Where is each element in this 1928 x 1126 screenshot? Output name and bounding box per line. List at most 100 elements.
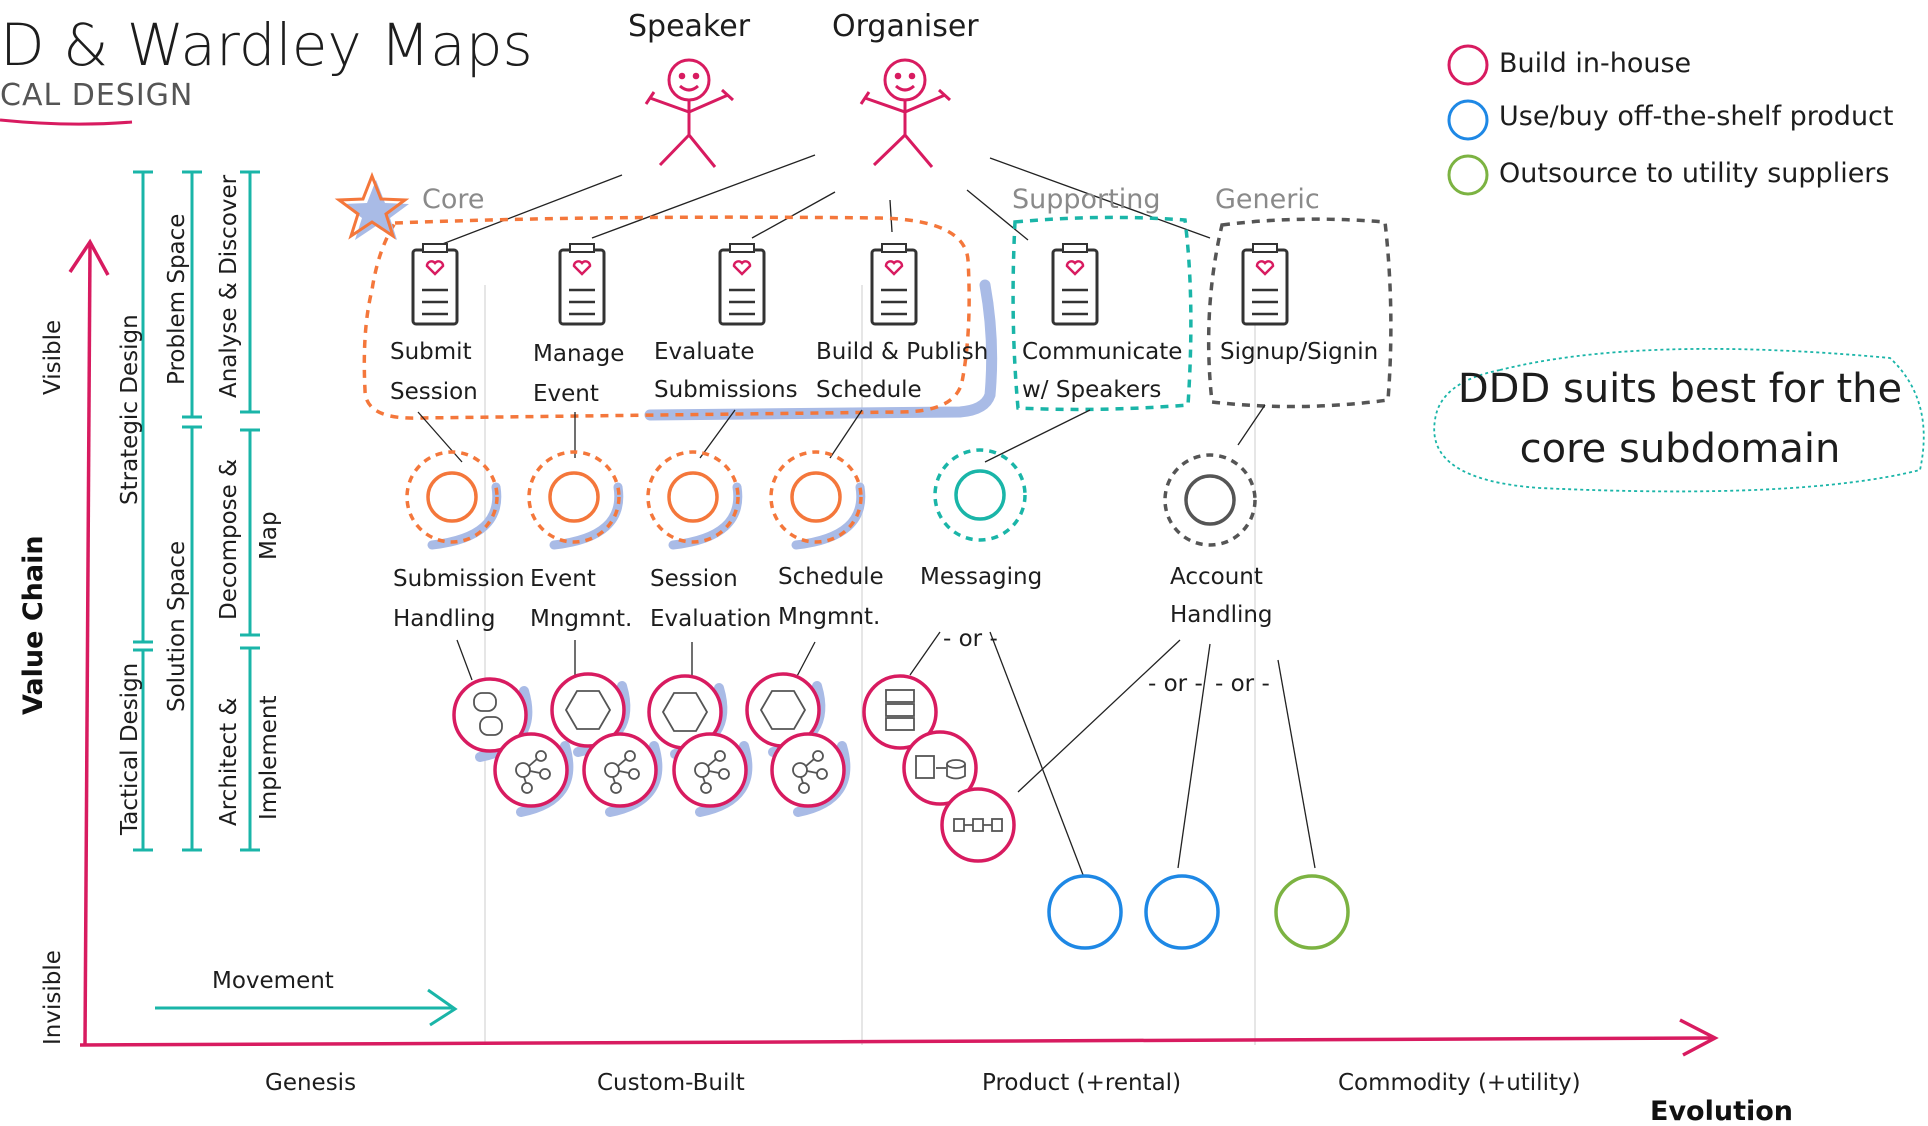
- actor-organiser-label: Organiser: [832, 9, 979, 44]
- capability-manage-l1: Manage: [533, 341, 624, 367]
- pipeline-icon: [953, 818, 1003, 832]
- subdomain-session-l2: Evaluation: [650, 606, 771, 632]
- inhouse-implementation-circle: [770, 732, 851, 817]
- context-icon: [473, 692, 503, 736]
- y-axis-title: Value Chain: [18, 535, 49, 715]
- hexagon-icon: [759, 690, 807, 730]
- callout-bubble: [1433, 347, 1925, 493]
- or-label-account-1: - or -: [1148, 671, 1203, 697]
- design-brackets: [133, 170, 260, 852]
- subdomain-schedule-l2: Mngmnt.: [778, 604, 880, 630]
- or-label-messaging: - or -: [943, 626, 998, 652]
- document-heart-icon: [558, 243, 606, 326]
- capability-build-l2: Schedule: [816, 377, 922, 403]
- subdomain-submission-l2: Handling: [393, 606, 496, 632]
- legend: Build in-house Use/buy off-the-shelf pro…: [1447, 44, 1894, 196]
- y-axis-visible: Visible: [40, 320, 66, 395]
- core-star-icon: [334, 171, 410, 240]
- legend-inhouse-label: Build in-house: [1499, 48, 1691, 79]
- hexagon-icon: [564, 690, 612, 730]
- group-generic-label: Generic: [1215, 184, 1320, 215]
- implementation-connectors: [456, 631, 1316, 881]
- legend-product-label: Use/buy off-the-shelf product: [1499, 101, 1894, 132]
- graph-icon: [515, 750, 551, 794]
- y-axis-invisible: Invisible: [40, 950, 66, 1045]
- document-heart-icon: [1051, 243, 1099, 326]
- capability-evaluate-l2: Submissions: [654, 377, 798, 403]
- subdomain-account-l2: Handling: [1170, 602, 1273, 628]
- capability-signup-l1: Signup/Signin: [1220, 339, 1378, 365]
- bracket-tactical: Tactical Design: [117, 663, 143, 836]
- inhouse-implementation-circle: [940, 787, 1016, 863]
- utility-circle: [1274, 874, 1350, 950]
- subdomain-circles: [405, 448, 1257, 550]
- subdomain-circle: [769, 450, 866, 550]
- bracket-analyse: Analyse & Discover: [216, 174, 242, 398]
- subdomain-circle: [933, 448, 1027, 542]
- capability-communicate-l1: Communicate: [1022, 339, 1182, 365]
- capability-evaluate-l1: Evaluate: [654, 339, 754, 365]
- capability-manage-l2: Event: [533, 381, 599, 407]
- subdomain-event-l2: Mngmnt.: [530, 606, 632, 632]
- bracket-architect-1: Architect &: [216, 698, 242, 826]
- inhouse-implementation-circle: [647, 674, 728, 759]
- subdomain-circle: [646, 450, 743, 550]
- legend-product-icon: [1447, 99, 1489, 141]
- group-core-label: Core: [422, 184, 485, 215]
- document-heart-icon: [411, 243, 459, 326]
- graph-icon: [792, 750, 828, 794]
- bracket-problem: Problem Space: [164, 214, 190, 385]
- implementation-circles: [452, 672, 1350, 950]
- movement-arrow: [155, 988, 458, 1027]
- movement-label: Movement: [212, 968, 334, 994]
- document-heart-icon: [870, 243, 918, 326]
- callout-line-1: DDD suits best for the: [1458, 366, 1902, 412]
- stage-product: Product (+rental): [982, 1070, 1181, 1096]
- actor-connectors: [431, 154, 1211, 249]
- or-label-account-2: - or -: [1215, 671, 1270, 697]
- legend-inhouse-icon: [1447, 44, 1489, 86]
- bracket-solution: Solution Space: [164, 541, 190, 712]
- subdomain-circle: [1163, 453, 1257, 547]
- capability-submit-l1: Submit: [390, 339, 472, 365]
- subdomain-messaging-l1: Messaging: [920, 564, 1042, 590]
- document-heart-icon: [718, 243, 766, 326]
- generic-boundary: [1206, 217, 1393, 409]
- inhouse-implementation-circle: [672, 732, 753, 817]
- speaker-stick-figure: [644, 58, 735, 168]
- x-axis-title: Evolution: [1650, 1096, 1793, 1126]
- inhouse-implementation-circle: [862, 674, 938, 750]
- callout-line-2: core subdomain: [1520, 426, 1841, 472]
- capability-communicate-l2: w/ Speakers: [1022, 377, 1161, 403]
- subdomain-submission-l1: Submission: [393, 566, 525, 592]
- page-subtitle: CAL DESIGN: [0, 78, 193, 113]
- bracket-strategic: Strategic Design: [117, 314, 143, 505]
- subdomain-event-l1: Event: [530, 566, 596, 592]
- bracket-architect-2: Implement: [256, 696, 282, 820]
- bracket-decompose-2: Map: [256, 511, 282, 560]
- page-title: D & Wardley Maps: [0, 11, 533, 79]
- inhouse-implementation-circle: [582, 732, 663, 817]
- core-shadow: [644, 279, 998, 421]
- stage-commodity: Commodity (+utility): [1338, 1070, 1581, 1096]
- capability-submit-l2: Session: [390, 379, 478, 405]
- capability-build-l1: Build & Publish: [816, 339, 988, 365]
- subdomain-session-l1: Session: [650, 566, 738, 592]
- subdomain-schedule-l1: Schedule: [778, 564, 884, 590]
- inhouse-implementation-circle: [902, 730, 978, 806]
- subdomain-circle: [405, 450, 502, 550]
- value-chain-axis: [68, 238, 110, 1046]
- subdomain-circle: [527, 450, 624, 550]
- core-boundary: [362, 215, 971, 420]
- capability-icons: [411, 243, 1289, 326]
- actor-speaker-label: Speaker: [628, 9, 751, 44]
- product-circle: [1047, 874, 1123, 950]
- evolution-axis: [79, 1018, 1719, 1057]
- subdomain-account-l1: Account: [1170, 564, 1263, 590]
- document-heart-icon: [1241, 243, 1289, 326]
- subtitle-underline: [0, 118, 133, 126]
- legend-utility-icon: [1447, 154, 1489, 196]
- hexagon-icon: [661, 692, 709, 732]
- organiser-stick-figure: [859, 58, 952, 168]
